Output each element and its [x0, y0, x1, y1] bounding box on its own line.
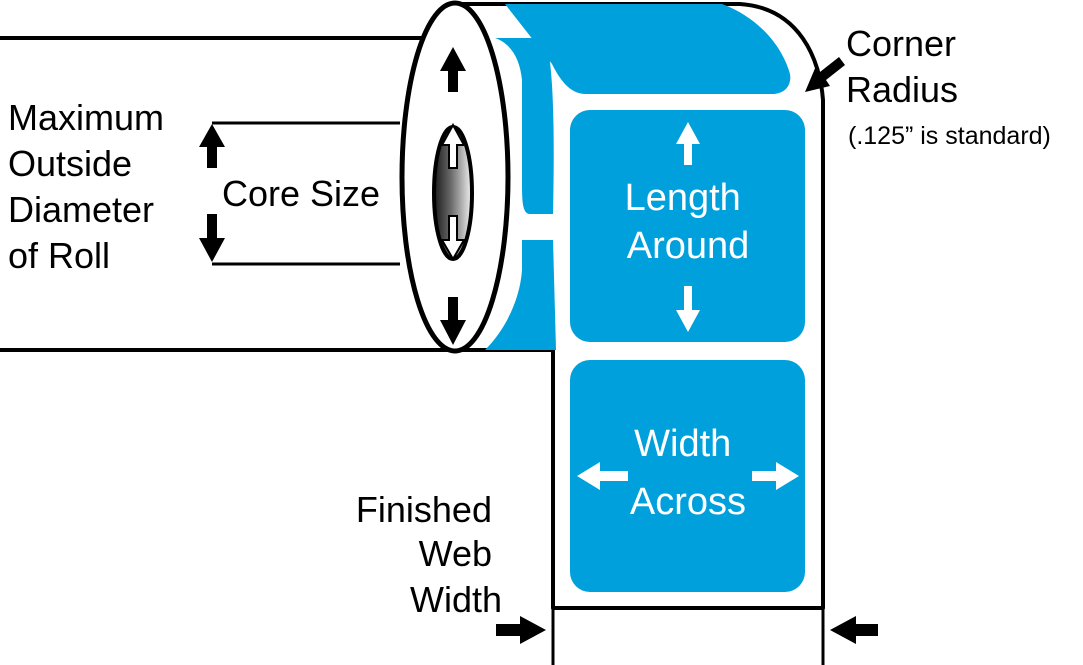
arrow-icon [752, 462, 799, 490]
label-width-across [570, 360, 805, 592]
side-label-upper [495, 38, 554, 214]
roll-end-face [399, 0, 511, 354]
corner-radius-note: (.125” is standard) [848, 122, 1051, 150]
arrow-icon [440, 122, 466, 169]
width-across-label: Width Across [630, 423, 746, 523]
label-length-around [570, 110, 805, 342]
dimension-lines [212, 121, 825, 665]
arrow-icon [676, 122, 700, 165]
arrow-icon [199, 124, 225, 168]
arrow-icon [676, 286, 700, 332]
max-diameter-label: Maximum Outside Diameter of Roll [8, 97, 174, 276]
pointer-arrow-icon [805, 57, 845, 92]
arrow-icon [440, 47, 466, 92]
label-pieces [485, 4, 805, 592]
arrow-icon [577, 462, 628, 490]
side-label-lower [485, 240, 556, 350]
pointer-arrow-icon [496, 616, 546, 644]
length-around-label: Length Around [625, 177, 752, 267]
arrows [199, 47, 878, 644]
arrow-icon [199, 214, 225, 262]
pointer-arrow-icon [830, 616, 878, 644]
core-size-label: Core Size [222, 173, 380, 214]
corner-radius-label: Corner Radius [846, 23, 966, 110]
top-label [505, 4, 791, 94]
arrow-icon [440, 215, 466, 261]
arrow-icon [440, 297, 466, 345]
white-arrows [577, 122, 799, 490]
finished-web-width-label: Finished Web Width [356, 489, 502, 620]
